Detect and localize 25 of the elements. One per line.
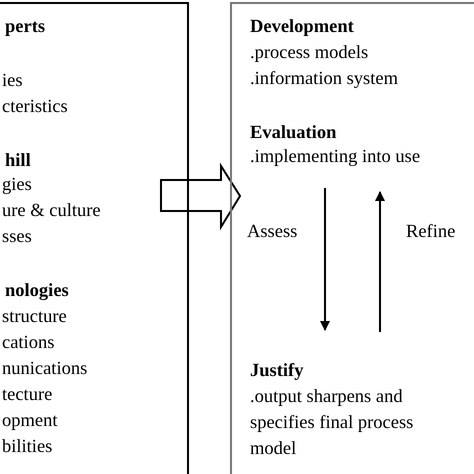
list-item: ies — [2, 70, 23, 93]
list-item: gies — [2, 174, 32, 197]
list-item: tecture — [2, 384, 52, 407]
heading: nologies — [5, 280, 69, 303]
heading: hill — [5, 150, 31, 173]
panel-box — [0, 2, 189, 474]
list-item: ure & culture — [2, 200, 101, 223]
block-arrow — [160, 162, 242, 231]
list-item: opment — [2, 410, 58, 433]
arrow — [320, 188, 330, 331]
list-item: .implementing into use — [250, 146, 420, 169]
arrow — [375, 191, 385, 332]
list-item: .output sharpens and specifies final process model — [250, 386, 414, 461]
list-item: cteristics — [2, 96, 68, 119]
list-item: structure — [2, 306, 67, 329]
heading: perts — [5, 16, 46, 39]
list-item: nunications — [2, 358, 88, 381]
list-item: .information system — [250, 68, 398, 91]
heading: Evaluation — [250, 122, 336, 145]
list-item: cations — [2, 332, 54, 355]
list-item: .process models — [250, 42, 368, 65]
heading: Development — [250, 16, 354, 39]
heading: Justify — [250, 360, 304, 383]
list-item: sses — [2, 226, 32, 249]
list-item: bilities — [2, 436, 52, 459]
